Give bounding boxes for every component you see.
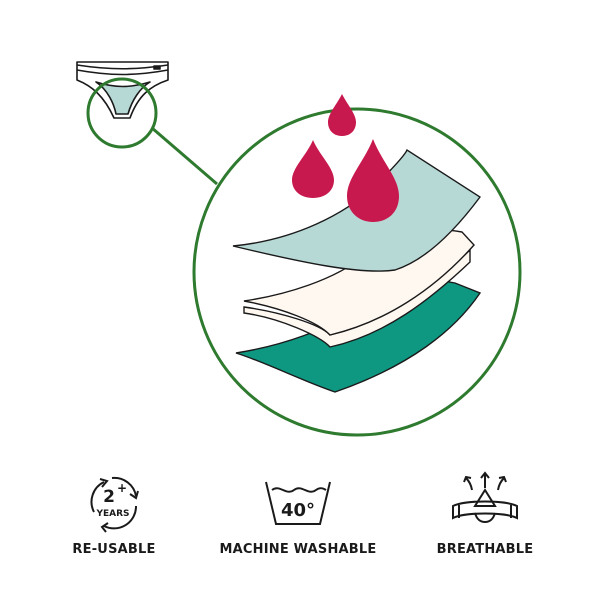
breathable-fabric-icon: [452, 471, 518, 524]
wash-temperature: 40°: [281, 500, 315, 521]
wash-basin-icon: 40°: [265, 481, 331, 525]
feature-breathable: BREATHABLE: [385, 468, 585, 578]
recycle-arrows-icon: 2 + YEARS: [90, 476, 139, 533]
feature-label-machine-washable: MACHINE WASHABLE: [219, 542, 377, 557]
feature-label-breathable: BREATHABLE: [436, 542, 534, 557]
gusset-highlight-ring: [86, 77, 158, 149]
underwear-icon: [76, 61, 169, 119]
blood-drops: [292, 94, 399, 222]
years-text: YEARS: [95, 509, 129, 519]
drop-icon: [292, 140, 334, 198]
years-plus: +: [117, 481, 127, 495]
zoom-connector-line: [151, 126, 218, 186]
feature-machine-washable: 40° MACHINE WASHABLE: [198, 468, 398, 578]
drop-icon: [328, 94, 356, 136]
years-number: 2: [103, 487, 115, 507]
feature-label-reusable: RE-USABLE: [72, 542, 156, 557]
feature-reusable: 2 + YEARS RE-USABLE: [14, 468, 214, 578]
drop-icon: [347, 139, 399, 222]
layer-illustration: [76, 61, 522, 437]
